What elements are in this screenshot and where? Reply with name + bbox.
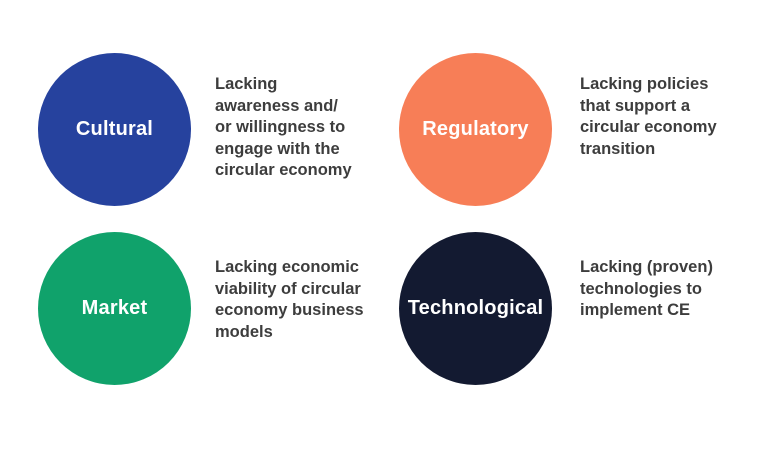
- market-description: Lacking economic viability of circular e…: [215, 258, 364, 341]
- cultural-circle-label: Cultural: [75, 118, 154, 140]
- cultural-description: Lacking awareness and/ or willingness to…: [215, 75, 352, 179]
- cultural-circle: Cultural: [38, 53, 191, 206]
- technological-description: Lacking (proven) technologies to impleme…: [580, 258, 713, 319]
- market-circle: Market: [38, 232, 191, 385]
- regulatory-description: Lacking policies that support a circular…: [580, 75, 717, 158]
- market-circle-label: Market: [81, 297, 148, 319]
- regulatory-circle: Regulatory: [399, 53, 552, 206]
- regulatory-circle-label: Regulatory: [422, 118, 529, 140]
- technological-circle-label: Technological: [407, 297, 544, 319]
- technological-circle: Technological: [399, 232, 552, 385]
